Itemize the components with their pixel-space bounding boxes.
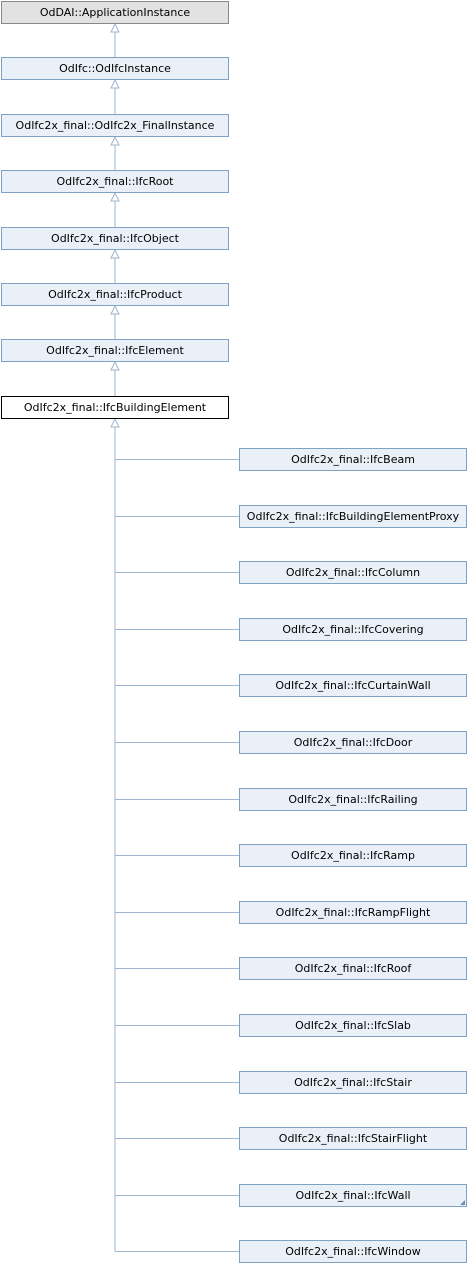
- node-derived-class-ifcramp[interactable]: OdIfc2x_final::IfcRamp: [239, 844, 467, 867]
- class-label: OdIfc2x_final::IfcBuildingElementProxy: [246, 510, 460, 523]
- class-label: OdIfc2x_final::IfcCurtainWall: [275, 679, 431, 692]
- class-label: OdIfc2x_final::IfcBuildingElement: [23, 401, 207, 414]
- node-derived-class-ifccurtainwall[interactable]: OdIfc2x_final::IfcCurtainWall: [239, 674, 467, 697]
- node-base-class-ifcroot[interactable]: OdIfc2x_final::IfcRoot: [1, 170, 229, 193]
- node-derived-class-ifcdoor[interactable]: OdIfc2x_final::IfcDoor: [239, 731, 467, 754]
- node-derived-class-ifcstair[interactable]: OdIfc2x_final::IfcStair: [239, 1071, 467, 1094]
- class-label: OdIfc2x_final::IfcObject: [51, 232, 179, 245]
- class-label: OdIfc2x_final::IfcWall: [295, 1189, 411, 1202]
- inheritance-arrowhead: [110, 191, 120, 202]
- node-base-class-ifcproduct[interactable]: OdIfc2x_final::IfcProduct: [1, 283, 229, 306]
- node-base-class-ifcelement[interactable]: OdIfc2x_final::IfcElement: [1, 339, 229, 362]
- class-label: OdIfc2x_final::OdIfc2x_FinalInstance: [15, 119, 215, 132]
- class-label: OdDAI::ApplicationInstance: [39, 6, 191, 19]
- inheritance-arrowhead: [110, 22, 120, 33]
- class-label: OdIfc::OdIfcInstance: [59, 62, 171, 75]
- node-derived-class-ifcrampflight[interactable]: OdIfc2x_final::IfcRampFlight: [239, 901, 467, 924]
- class-label: OdIfc2x_final::IfcRamp: [291, 849, 415, 862]
- node-current-class: OdIfc2x_final::IfcBuildingElement: [1, 396, 229, 419]
- class-label: OdIfc2x_final::IfcProduct: [48, 288, 182, 301]
- class-label: OdIfc2x_final::IfcStairFlight: [278, 1132, 428, 1145]
- class-label: OdIfc2x_final::IfcRoof: [294, 962, 412, 975]
- class-label: OdIfc2x_final::IfcElement: [46, 344, 184, 357]
- node-derived-class-ifcbeam[interactable]: OdIfc2x_final::IfcBeam: [239, 448, 467, 471]
- node-derived-class-ifcroof[interactable]: OdIfc2x_final::IfcRoof: [239, 957, 467, 980]
- node-derived-class-ifcstairflight[interactable]: OdIfc2x_final::IfcStairFlight: [239, 1127, 467, 1150]
- class-label: OdIfc2x_final::IfcColumn: [285, 566, 421, 579]
- inheritance-arrowhead: [110, 78, 120, 89]
- node-derived-class-ifccovering[interactable]: OdIfc2x_final::IfcCovering: [239, 618, 467, 641]
- node-derived-class-ifcwindow[interactable]: OdIfc2x_final::IfcWindow: [239, 1240, 467, 1263]
- node-root-class: OdDAI::ApplicationInstance: [1, 1, 229, 24]
- class-label: OdIfc2x_final::IfcRailing: [288, 793, 418, 806]
- class-label: OdIfc2x_final::IfcStair: [294, 1076, 412, 1089]
- node-base-class-odifc2x-finalinstance[interactable]: OdIfc2x_final::OdIfc2x_FinalInstance: [1, 114, 229, 137]
- class-label: OdIfc2x_final::IfcSlab: [295, 1019, 411, 1032]
- node-derived-class-ifcrailing[interactable]: OdIfc2x_final::IfcRailing: [239, 788, 467, 811]
- class-label: OdIfc2x_final::IfcRoot: [56, 175, 174, 188]
- node-derived-class-ifcwall[interactable]: OdIfc2x_final::IfcWall: [239, 1184, 467, 1207]
- inheritance-arrowhead: [110, 135, 120, 146]
- class-label: OdIfc2x_final::IfcDoor: [293, 736, 413, 749]
- node-derived-class-ifccolumn[interactable]: OdIfc2x_final::IfcColumn: [239, 561, 467, 584]
- inheritance-arrowhead: [110, 304, 120, 315]
- class-label: OdIfc2x_final::IfcWindow: [285, 1245, 421, 1258]
- node-base-class-odifcinstance[interactable]: OdIfc::OdIfcInstance: [1, 57, 229, 80]
- class-label: OdIfc2x_final::IfcRampFlight: [275, 906, 431, 919]
- class-label: OdIfc2x_final::IfcCovering: [282, 623, 424, 636]
- node-derived-class-ifcbuildingelementproxy[interactable]: OdIfc2x_final::IfcBuildingElementProxy: [239, 505, 467, 528]
- node-base-class-ifcobject[interactable]: OdIfc2x_final::IfcObject: [1, 227, 229, 250]
- more-subclasses-corner-icon: [460, 1200, 465, 1205]
- inheritance-arrowhead: [110, 248, 120, 259]
- inheritance-arrowhead: [110, 360, 120, 371]
- class-label: OdIfc2x_final::IfcBeam: [291, 453, 415, 466]
- inheritance-arrowhead: [110, 417, 120, 428]
- node-derived-class-ifcslab[interactable]: OdIfc2x_final::IfcSlab: [239, 1014, 467, 1037]
